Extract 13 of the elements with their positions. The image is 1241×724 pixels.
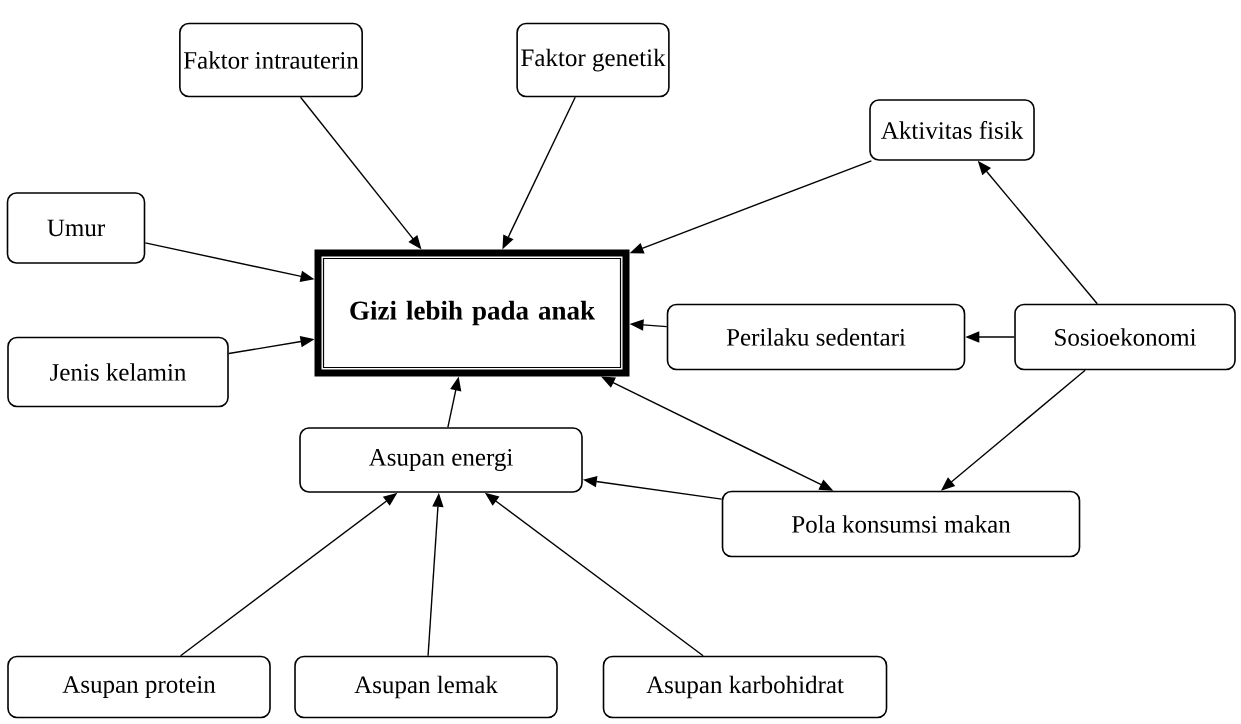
rounded-box: Asupan energi xyxy=(299,427,583,493)
rounded-box: Sosioekonomi xyxy=(1014,303,1236,371)
rounded-box: Asupan protein xyxy=(7,655,271,719)
rounded-box: Faktor genetik xyxy=(516,22,670,98)
double-bordered-box: Gizi lebih pada anak xyxy=(314,249,630,377)
rounded-box: Asupan lemak xyxy=(294,655,558,719)
rounded-box: Perilaku sedentari xyxy=(666,303,966,371)
rounded-box: Asupan karbohidrat xyxy=(602,655,888,719)
rounded-box: Aktivitas fisik xyxy=(869,99,1035,161)
rounded-box: Pola konsumsi makan xyxy=(721,490,1081,558)
rounded-box: Umur xyxy=(6,192,146,264)
rounded-box: Jenis kelamin xyxy=(7,336,229,408)
rounded-box: Faktor intrauterin xyxy=(179,22,363,98)
